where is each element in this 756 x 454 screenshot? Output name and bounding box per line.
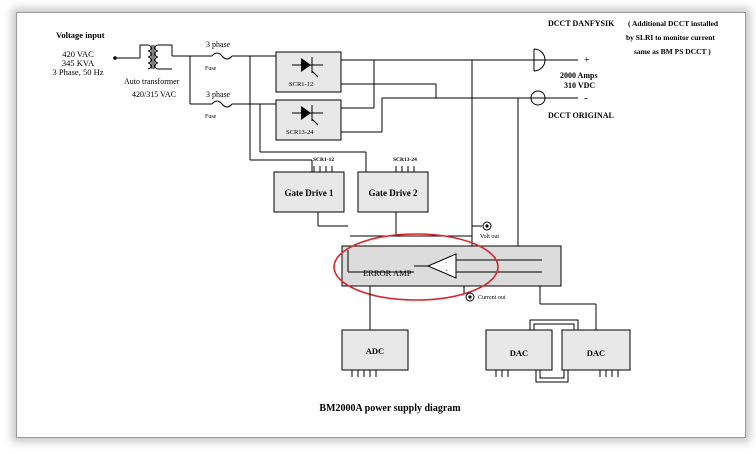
input-power: 345 KVA <box>62 58 95 68</box>
adc-pins <box>351 370 377 377</box>
scr-bottom-block <box>275 99 342 141</box>
output-current: 2000 Amps <box>560 71 598 80</box>
current-out-label: Current out <box>478 295 506 301</box>
dcct-original-label: DCCT ORIGINAL <box>548 111 614 120</box>
transformer-ratio: 420/315 VAC <box>132 90 176 99</box>
input-voltage: 420 VAC <box>62 49 94 59</box>
gate-drive-1-block <box>273 171 345 213</box>
gate-drive-2-label: Gate Drive 2 <box>369 188 418 198</box>
scr-bottom-diode-icon <box>292 105 323 126</box>
gate-drive-2-tag: SCR13-24 <box>393 157 417 163</box>
volt-out-label: Volt out <box>480 234 499 240</box>
error-amp-highlight <box>333 233 499 301</box>
phase-top-label: 3 phase <box>206 40 231 49</box>
gate-drive-1-label: Gate Drive 1 <box>285 188 334 198</box>
transformer-label: Auto transformer <box>124 77 180 86</box>
dac-pins <box>495 370 619 377</box>
gate-drive-1-tag: SCR1-12 <box>313 157 334 163</box>
fuse-top-label: Fuse <box>205 66 217 72</box>
input-phase: 3 Phase, 50 Hz <box>53 67 104 77</box>
gate-drive-2-block <box>357 171 429 213</box>
diagram-title: BM2000A power supply diagram <box>319 403 461 414</box>
dcct-note-2: by SLRI to monitor current <box>626 33 715 42</box>
dac-2-label: DAC <box>587 348 605 358</box>
scr-bottom-label: SCR13-24 <box>286 129 314 136</box>
dcct-note-1: ( Additional DCCT installed <box>628 19 719 28</box>
error-amp-block <box>341 245 562 287</box>
gate-drive-2-pins <box>395 166 415 172</box>
error-amp-plus: + <box>445 269 448 274</box>
dac-1-block <box>485 329 553 371</box>
dac-2-block <box>561 329 631 371</box>
output-minus: - <box>584 92 588 104</box>
output-voltage: 310 VDC <box>564 81 595 90</box>
error-amp-minus: - <box>445 261 447 266</box>
dcct-note-3: same as BM PS DCCT ) <box>634 47 711 56</box>
fuse-bottom-symbol <box>211 100 233 108</box>
adc-label: ADC <box>366 346 384 356</box>
auto-transformer-symbol <box>139 44 172 70</box>
dcct-danfysik-label: DCCT DANFYSIK <box>548 19 615 28</box>
fuse-top-symbol <box>211 52 233 60</box>
scr-top-diode-icon <box>292 57 323 78</box>
phase-bottom-label: 3 phase <box>206 90 231 99</box>
voltage-input-heading: Voltage input <box>56 30 105 40</box>
fuse-bottom-label: Fuse <box>205 114 217 120</box>
scr-top-label: SCR1-12 <box>289 81 313 88</box>
gate-drive-1-pins <box>313 166 333 172</box>
scr-top-block <box>275 51 342 93</box>
output-plus: + <box>584 55 590 66</box>
dac-1-label: DAC <box>510 348 528 358</box>
adc-block <box>341 329 409 371</box>
error-amp-triangle-icon <box>414 253 542 279</box>
error-amp-label: ERROR AMP <box>363 268 412 278</box>
